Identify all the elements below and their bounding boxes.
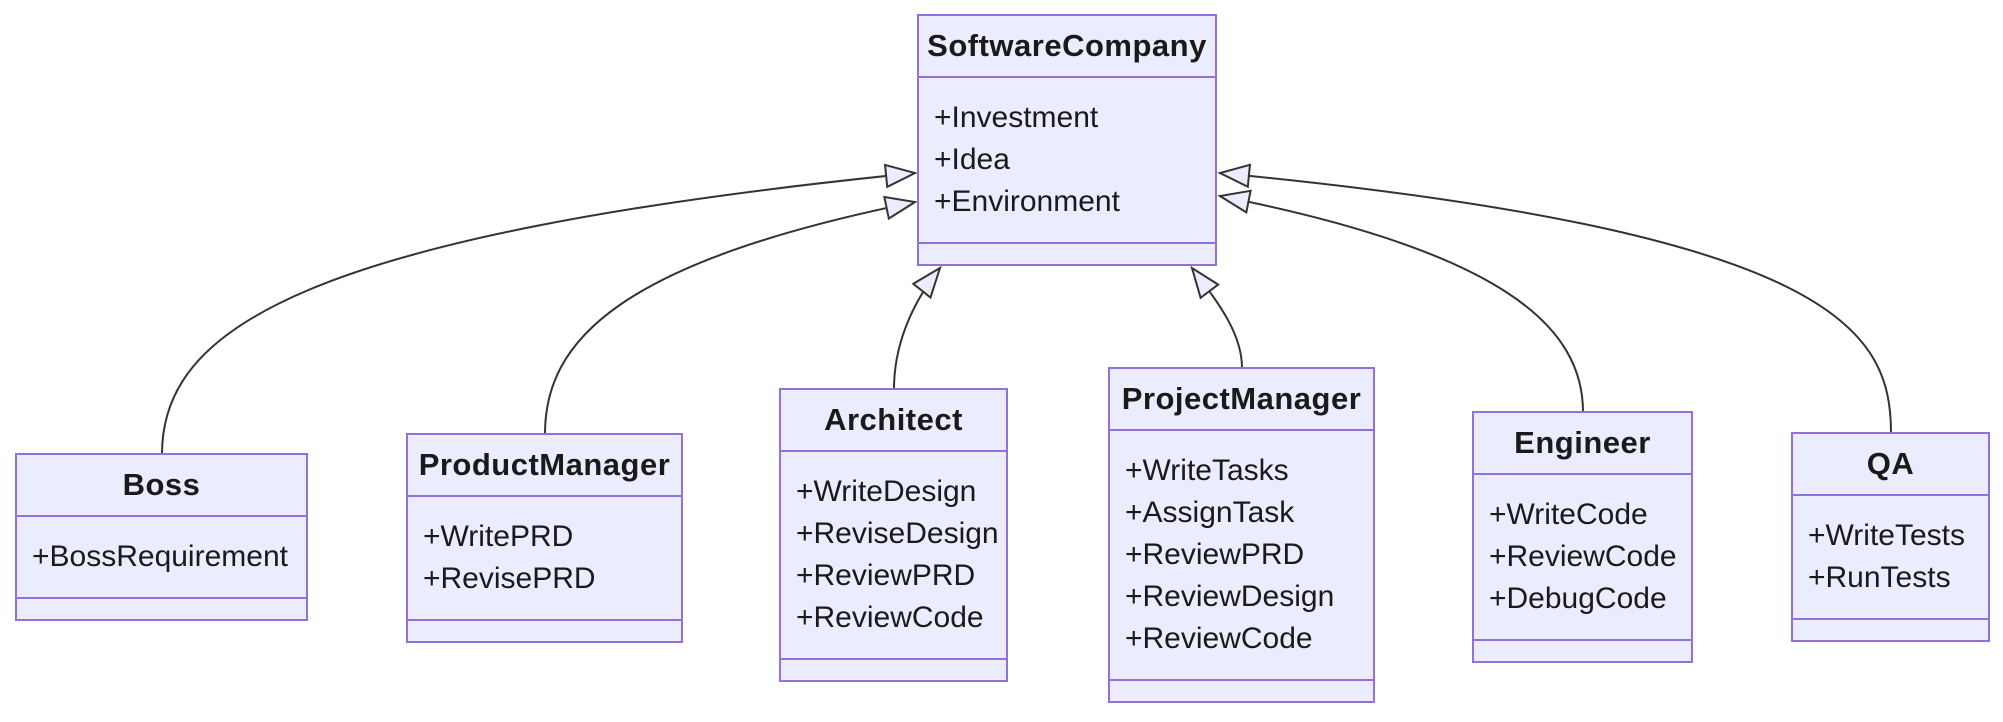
class-methods-empty — [1793, 618, 1988, 640]
class-methods-empty — [17, 597, 306, 619]
edge-architect-to-softwarecompany — [893, 265, 942, 390]
attribute: +WritePRD — [423, 520, 574, 553]
attribute: +ReviewCode — [796, 601, 984, 634]
class-attributes: +Investment +Idea +Environment — [919, 78, 1215, 242]
class-title: QA — [1793, 434, 1988, 496]
attribute: +DebugCode — [1489, 582, 1667, 615]
attribute: +BossRequirement — [32, 540, 288, 573]
class-methods-empty — [781, 658, 1006, 680]
class-softwarecompany: SoftwareCompany +Investment +Idea +Envir… — [917, 14, 1217, 266]
class-qa: QA +WriteTests +RunTests — [1791, 432, 1990, 642]
attribute: +WriteCode — [1489, 498, 1648, 531]
class-attributes: +WritePRD +RevisePRD — [408, 497, 681, 619]
class-title: Architect — [781, 390, 1006, 452]
attribute: +RevisePRD — [423, 562, 596, 595]
attribute: +WriteDesign — [796, 475, 977, 508]
attribute: +ReviewCode — [1489, 540, 1677, 573]
class-title: ProductManager — [408, 435, 681, 497]
class-architect: Architect +WriteDesign +ReviseDesign +Re… — [779, 388, 1008, 682]
edge-boss-to-softwarecompany — [161, 163, 918, 455]
attribute: +Environment — [934, 185, 1120, 218]
class-title: SoftwareCompany — [919, 16, 1215, 78]
edge-engineer-to-softwarecompany — [1217, 189, 1584, 413]
class-methods-empty — [1110, 679, 1373, 701]
class-attributes: +WriteDesign +ReviseDesign +ReviewPRD +R… — [781, 452, 1006, 658]
edge-projectmanager-to-softwarecompany — [1190, 265, 1243, 369]
class-productmanager: ProductManager +WritePRD +RevisePRD — [406, 433, 683, 643]
class-title: Boss — [17, 455, 306, 517]
attribute: +RunTests — [1808, 561, 1951, 594]
edge-qa-to-softwarecompany — [1217, 163, 1892, 434]
class-engineer: Engineer +WriteCode +ReviewCode +DebugCo… — [1472, 411, 1693, 663]
class-title: Engineer — [1474, 413, 1691, 475]
edge-productmanager-to-softwarecompany — [544, 195, 918, 435]
attribute: +Idea — [934, 143, 1010, 176]
attribute: +Investment — [934, 101, 1099, 134]
attribute: +WriteTasks — [1125, 454, 1289, 487]
class-methods-empty — [408, 619, 681, 641]
class-attributes: +WriteTests +RunTests — [1793, 496, 1988, 618]
class-methods-empty — [919, 242, 1215, 264]
class-methods-empty — [1474, 639, 1691, 661]
class-attributes: +WriteTasks +AssignTask +ReviewPRD +Revi… — [1110, 431, 1373, 679]
class-attributes: +BossRequirement — [17, 517, 306, 597]
class-title: ProjectManager — [1110, 369, 1373, 431]
attribute: +ReviewPRD — [1125, 538, 1305, 571]
attribute: +ReviseDesign — [796, 517, 999, 550]
class-boss: Boss +BossRequirement — [15, 453, 308, 621]
attribute: +ReviewCode — [1125, 622, 1313, 655]
class-attributes: +WriteCode +ReviewCode +DebugCode — [1474, 475, 1691, 639]
attribute: +AssignTask — [1125, 496, 1295, 529]
attribute: +ReviewDesign — [1125, 580, 1335, 613]
attribute: +WriteTests — [1808, 519, 1965, 552]
class-projectmanager: ProjectManager +WriteTasks +AssignTask +… — [1108, 367, 1375, 703]
attribute: +ReviewPRD — [796, 559, 976, 592]
